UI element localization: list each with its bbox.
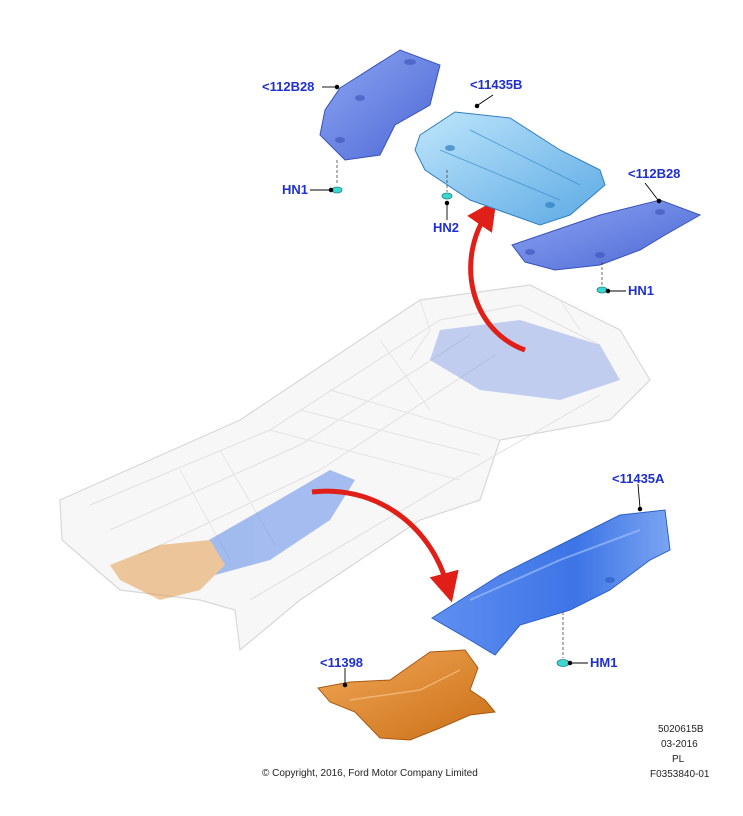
shield-11398 [317,649,496,741]
copyright-notice: © Copyright, 2016, Ford Motor Company Li… [262,768,478,779]
callout-hn1-right: HN1 [628,283,655,298]
floor-pan [59,284,651,652]
callout-112b28-right: <112B28 [628,166,681,181]
shield-11435b [414,111,606,226]
ghost-rear-shields [430,320,620,400]
callout-112b28-upper: <112B28 [262,79,315,94]
shield-112b28-upper [319,49,441,161]
callout-hn2: HN2 [433,220,460,235]
leader-lines [310,84,662,688]
fastener-hn1-upper [331,160,343,194]
callout-11398: <11398 [320,655,364,670]
callout-11435b: <11435B [470,77,523,92]
callout-hn1-upper: HN1 [282,182,309,197]
language-code: PL [672,754,685,765]
issue-date: 03-2016 [661,739,698,750]
part-code: 5020615B [658,724,704,735]
ghost-tunnel-shield [110,470,355,600]
callout-hm1: HM1 [590,655,618,670]
callout-11435a: <11435A [612,471,665,486]
explode-arrow-rear [467,199,526,353]
fastener-hm1 [556,612,570,667]
fastener-hn2 [441,170,453,200]
shield-112b28-right [511,199,702,271]
shield-11435a [431,509,671,656]
figure-number: F0353840-01 [650,769,710,780]
explode-arrow-front [311,488,459,603]
fastener-hn1-right [596,262,608,294]
